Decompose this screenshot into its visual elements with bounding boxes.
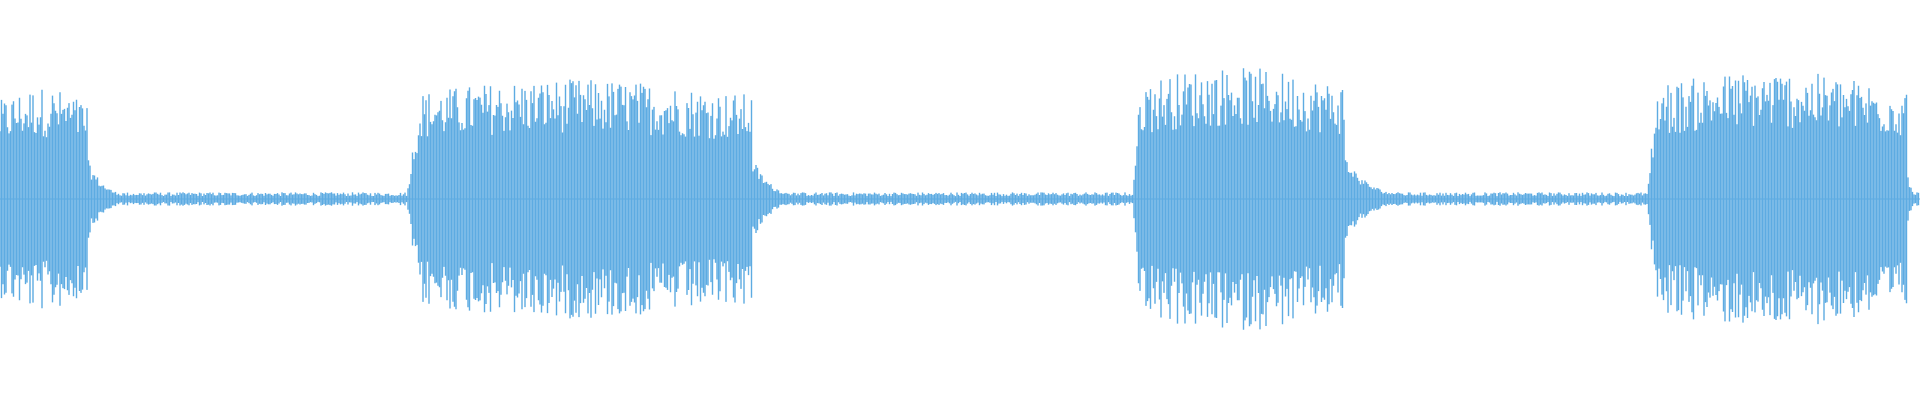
waveform-bars <box>0 68 1920 330</box>
